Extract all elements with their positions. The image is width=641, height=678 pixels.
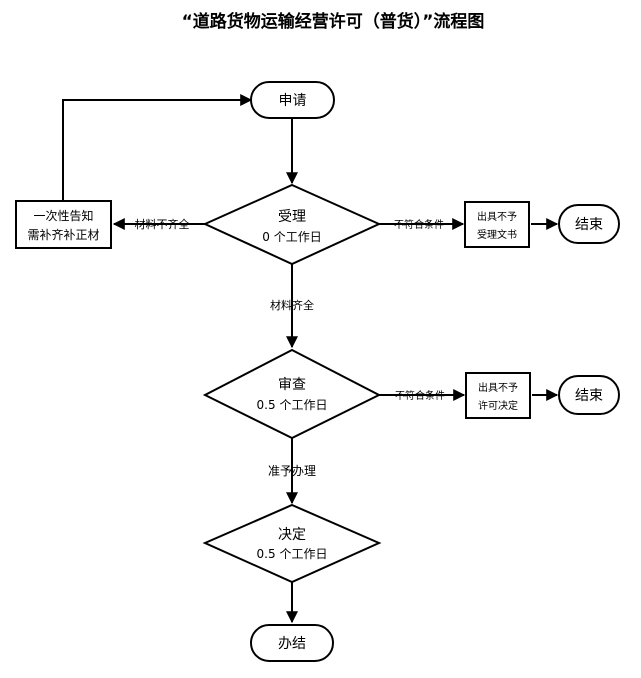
arrow-notify-to-apply bbox=[62, 94, 253, 201]
process-node-notify bbox=[15, 200, 112, 249]
decision-node-decide-label: 决定 bbox=[278, 527, 306, 543]
end-node-2 bbox=[558, 375, 620, 415]
decision-node-accept-label: 受理 bbox=[278, 209, 306, 225]
decision-node-review bbox=[202, 348, 382, 440]
process-node-reject-permit-line1: 出具不予 bbox=[478, 381, 518, 394]
decision-node-decide bbox=[202, 503, 382, 584]
process-node-reject-accept bbox=[464, 201, 530, 248]
diagram-title: “道路货物运输经营许可（普货）”流程图 bbox=[182, 11, 485, 32]
edge-label-approve: 准予办理 bbox=[268, 463, 316, 478]
end-node-1-label: 结束 bbox=[575, 217, 603, 233]
edge-label-complete: 材料齐全 bbox=[270, 298, 314, 312]
end-node-2-label: 结束 bbox=[575, 388, 603, 404]
end-node-done bbox=[250, 624, 334, 662]
decision-node-decide-time: 0.5 个工作日 bbox=[257, 547, 328, 561]
process-node-notify-line2: 需补齐补正材 bbox=[27, 227, 99, 242]
decision-node-review-label: 审查 bbox=[278, 377, 306, 393]
decision-node-accept bbox=[202, 183, 382, 266]
process-node-reject-accept-line2: 受理文书 bbox=[477, 228, 517, 241]
process-node-reject-permit bbox=[465, 372, 531, 419]
edge-label-not-met-1: 不符合条件 bbox=[394, 218, 444, 231]
decision-node-review-time: 0.5 个工作日 bbox=[257, 398, 328, 412]
edge-label-incomplete: 材料不齐全 bbox=[135, 217, 190, 231]
edge-label-not-met-2: 不符合条件 bbox=[395, 389, 445, 402]
process-node-reject-permit-line2: 许可决定 bbox=[478, 399, 518, 412]
end-node-1 bbox=[558, 204, 620, 244]
process-node-reject-accept-line1: 出具不予 bbox=[477, 210, 517, 223]
start-node-apply bbox=[250, 81, 335, 119]
decision-node-accept-time: 0 个工作日 bbox=[262, 230, 321, 244]
process-node-notify-line1: 一次性告知 bbox=[33, 209, 93, 223]
start-node-apply-label: 申请 bbox=[279, 93, 307, 109]
end-node-done-label: 办结 bbox=[278, 636, 306, 652]
